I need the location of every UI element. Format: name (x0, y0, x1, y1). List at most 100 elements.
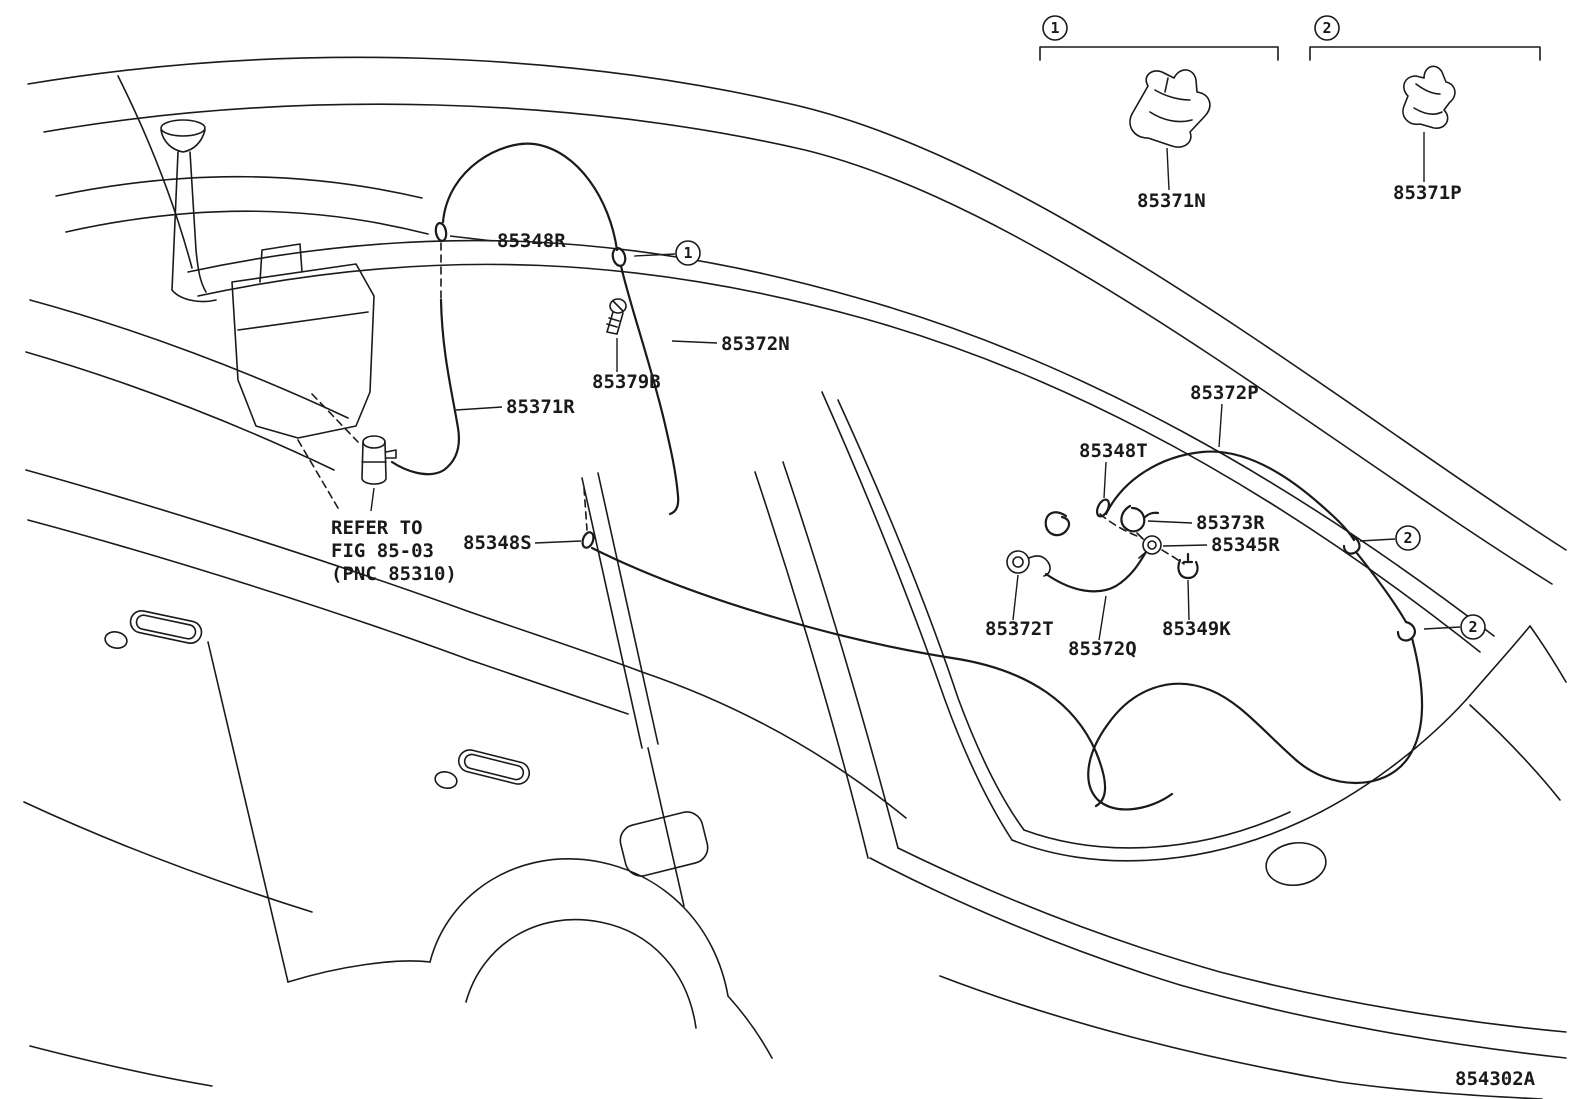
clip-85349K-icon (1177, 552, 1199, 580)
clip-85371P-detail (1413, 83, 1443, 115)
wheel-arch-outer (429, 858, 729, 997)
leader-85349K (1187, 579, 1190, 621)
door-handle-front (129, 610, 203, 644)
filler-neck-left (171, 151, 179, 291)
part-label-85348S: 85348S (463, 532, 532, 554)
rocker-line (23, 801, 313, 913)
clip-85371P-icon (1402, 65, 1456, 129)
door-handle-rear-bezel (434, 770, 458, 790)
reservoir-tank-rib (237, 311, 369, 331)
grommet-85348R-icon (434, 221, 448, 243)
hose-85371R-icon (390, 298, 460, 476)
washer-reservoir-assembly (160, 119, 397, 509)
washer-pump-outlet (385, 449, 397, 459)
part-label-85345R: 85345R (1211, 534, 1280, 556)
leader-85345R (1162, 544, 1208, 547)
bracket-callout-2 (1309, 46, 1541, 61)
reference-note-line2: FIG 85-03 (331, 540, 434, 562)
reservoir-cap-detail (259, 243, 303, 283)
hose-85372P-mid (1354, 550, 1408, 624)
door-handle-front-inner (135, 614, 197, 640)
reservoir-tank (231, 263, 375, 439)
part-label-85371P: 85371P (1393, 182, 1462, 204)
screw-85379B-icon (606, 298, 627, 335)
screw-slot (612, 300, 624, 312)
leader-85348R (449, 235, 494, 242)
clip-85371N-detail (1149, 77, 1193, 123)
callout-2-lower-number: 2 (1468, 618, 1477, 636)
rear-body-line3 (939, 975, 1543, 1099)
hatch-glass-left-inner (837, 399, 1025, 831)
hose-85372N-icon (619, 264, 680, 516)
leader-85372N (671, 340, 718, 344)
part-labels: 85348R 85372N 85379B 85371R 85348S 85372… (463, 182, 1462, 660)
nozzle-jet (1012, 556, 1024, 568)
beltline-right (641, 671, 907, 819)
diagram-code: 854302A (1455, 1068, 1536, 1090)
apillar-line (117, 75, 193, 269)
grommet-85345R-inner (1147, 540, 1157, 550)
part-label-85379B: 85379B (592, 371, 661, 393)
part-label-85372P: 85372P (1190, 382, 1259, 404)
leader-refer-note (370, 487, 375, 512)
hose-85372P-lower (1087, 636, 1424, 811)
leader-85372P (1218, 403, 1223, 448)
cpillar-rear (782, 461, 899, 849)
callout-2-legend-number: 2 (1322, 19, 1331, 37)
nozzle-85372T-icon (1006, 550, 1051, 577)
door-handle-rear (457, 749, 531, 785)
clip-85371P-body (1402, 65, 1456, 129)
callout-2-legend-circle (1314, 15, 1340, 41)
callout-circles: 1 2 1 2 2 (675, 15, 1486, 640)
callout-2-upper: 2 (1395, 525, 1421, 551)
door-handle-rear-inner (463, 753, 525, 781)
windshield-line (55, 175, 423, 199)
front-washer-hoses (390, 142, 1107, 808)
part-label-85372T: 85372T (985, 618, 1054, 640)
part-label-85348R: 85348R (497, 230, 566, 252)
part-label-85372Q: 85372Q (1068, 638, 1137, 660)
nozzle-body (1006, 550, 1030, 574)
washer-pump-top (362, 435, 386, 449)
hatch-glass-bottom (1011, 699, 1467, 862)
leader-85372T (1012, 574, 1019, 621)
part-label-85373R: 85373R (1196, 512, 1265, 534)
callout-2-lower-circle (1460, 614, 1486, 640)
hose-rear-run (590, 546, 1107, 808)
emblem-badge (1265, 841, 1327, 887)
grommet-85345R-outer (1142, 535, 1162, 555)
rear-body-line2 (897, 847, 1567, 1033)
leader-85373R (1147, 520, 1193, 524)
part-label-85348T: 85348T (1079, 440, 1148, 462)
callout-1-main-circle (675, 240, 701, 266)
door-seam-rear (647, 747, 685, 907)
beltline-upper (25, 469, 643, 673)
cpillar-front (754, 471, 869, 859)
clip-legend (1039, 46, 1541, 148)
leader-lines (370, 132, 1461, 641)
hatch-glass-bottom-inner (1023, 811, 1291, 849)
reference-note-line3: (PNC 85310) (331, 563, 457, 585)
leader-85372Q (1098, 595, 1107, 641)
grommet-clip-dash (1161, 549, 1185, 565)
hatch-glass-right (1465, 625, 1531, 701)
sill-mid (287, 960, 431, 983)
leader-callout2-a (1359, 538, 1396, 542)
part-label-85371N: 85371N (1137, 190, 1206, 212)
leader-callout2-b (1423, 626, 1461, 630)
cowl-line2 (25, 351, 335, 471)
roofline-inner (43, 103, 1553, 585)
filler-funnel (160, 119, 206, 137)
leader-85348T (1103, 461, 1107, 499)
tail-line2 (1529, 625, 1567, 683)
leader-85348S (534, 540, 582, 544)
callout-2-legend: 2 (1314, 15, 1340, 41)
callout-2-upper-circle (1395, 525, 1421, 551)
driprail-outer (187, 239, 1495, 637)
clip-85373R-icon (1120, 504, 1160, 533)
reference-note: REFER TO FIG 85-03 (PNC 85310) (331, 517, 457, 585)
body-rear-lower (727, 995, 773, 1059)
leader-callout1-main (633, 253, 676, 257)
callout-2-upper-number: 2 (1403, 529, 1412, 547)
